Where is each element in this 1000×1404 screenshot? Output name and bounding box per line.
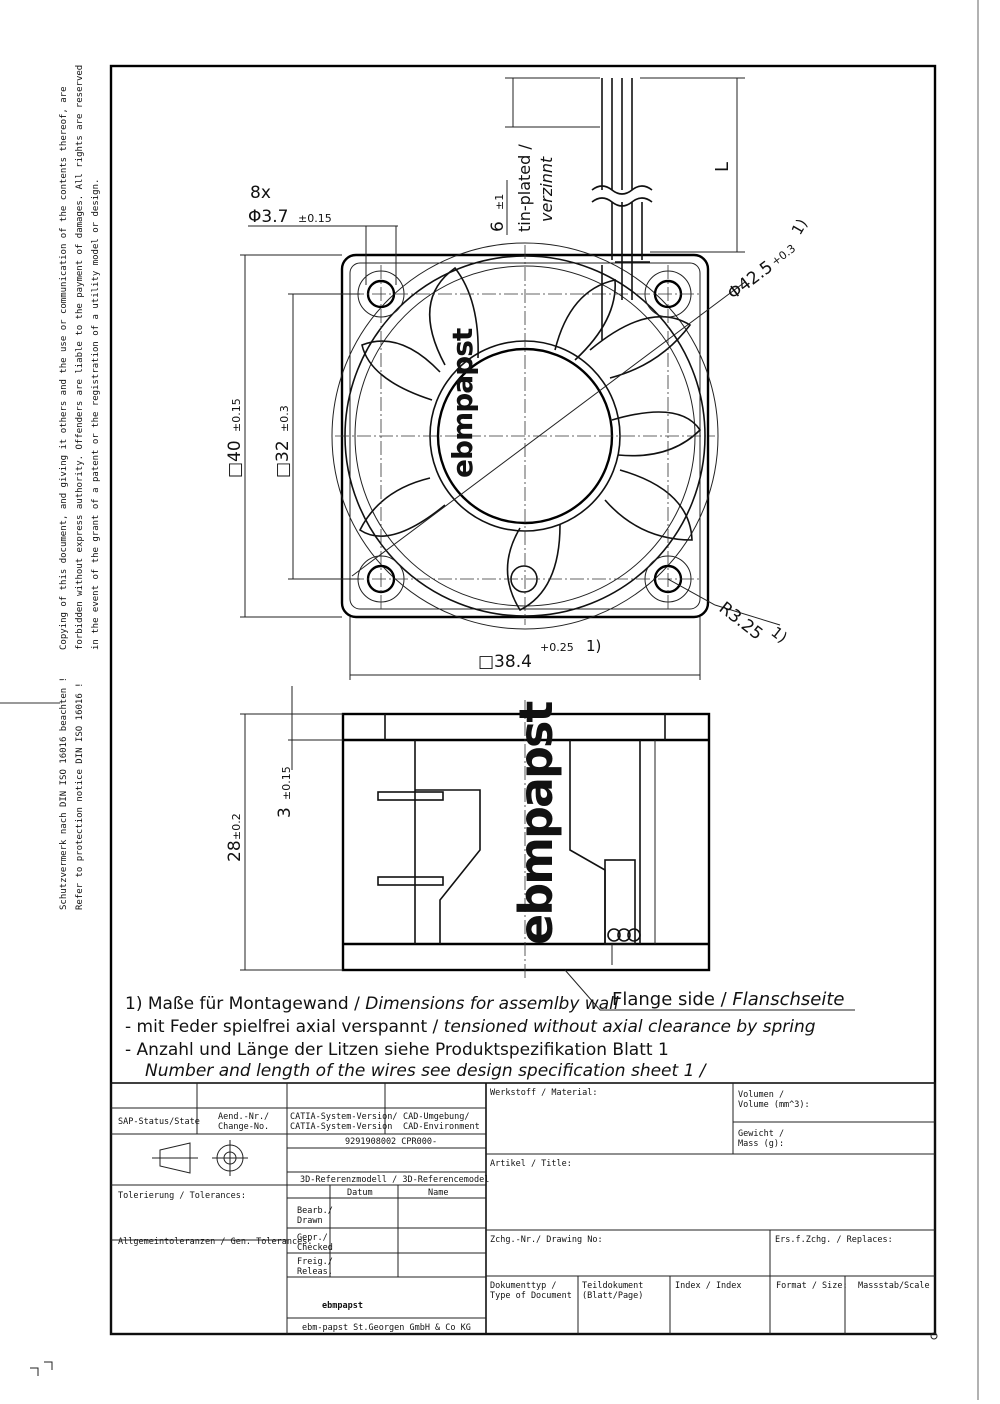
name-header: Name — [428, 1188, 448, 1198]
tin-plated-length: 6 — [488, 221, 508, 232]
copyright-notice: Copying of this document, and giving it … — [59, 65, 101, 650]
hole-dia-tol: ±0.15 — [298, 212, 332, 225]
volume-label-2: Volume (mm^3): — [738, 1100, 810, 1110]
tin-plated-label: tin-plated / — [515, 144, 534, 232]
outer-dia-tol: +0.3 — [769, 242, 798, 268]
copyright-line-2: forbidden without express authority. Off… — [75, 65, 85, 650]
flange-side-label-de: Flanschseite — [732, 989, 844, 1010]
drawn-label-2: Drawn — [297, 1216, 323, 1226]
change-no-label-1: Aend.-Nr./ — [218, 1112, 269, 1122]
flange-label: 3 — [275, 807, 295, 818]
height-tol: ±0.2 — [230, 813, 243, 840]
projection-symbol-icon — [152, 1140, 248, 1176]
flange-width-note: 1) — [586, 637, 601, 655]
hole-count-label: 8x — [250, 183, 271, 203]
hole-dia-label: Φ3.7 — [248, 207, 288, 227]
catia-label-1: CATIA-System-Version/ — [290, 1112, 397, 1122]
outer-dia-note: 1) — [788, 216, 811, 238]
fan-top-view: ebmpapst — [331, 78, 719, 630]
protection-line-2: Refer to protection notice DIN ISO 16016… — [75, 682, 85, 910]
note-3-en: Number and length of the wires see desig… — [145, 1061, 708, 1081]
fan-wires — [591, 78, 653, 340]
flange-width-tol: +0.25 — [540, 641, 574, 654]
fan-blades — [358, 266, 702, 612]
scale-label: Massstab/Scale — [858, 1281, 930, 1291]
protection-line-1: Schutzvermerk nach DIN ISO 16016 beachte… — [59, 677, 69, 910]
fan-side-view: ebmpapst — [341, 700, 711, 980]
hub-brand: ebmpapst — [446, 328, 479, 478]
weight-label-1: Gewicht / — [738, 1129, 784, 1139]
ref-model: 3D-Referenzmodell / 3D-Referencemodel — [300, 1175, 489, 1185]
corner-marks — [30, 1332, 938, 1376]
doc-type-label-2: Type of Document — [490, 1291, 572, 1301]
part-doc-label-1: Teildokument — [582, 1281, 643, 1291]
wire-length-label: L — [712, 162, 733, 172]
outer-ring — [331, 242, 719, 630]
height-label: 28 — [225, 840, 245, 862]
drawing-no-label: Zchg.-Nr./ Drawing No: — [490, 1235, 603, 1245]
cad-env-label-1: CAD-Umgebung/ — [403, 1112, 470, 1122]
change-no-label-2: Change-No. — [218, 1122, 269, 1132]
notes: 1) Maße für Montagewand / Dimensions for… — [125, 994, 816, 1081]
copyright-line-3: in the event of the grant of a patent or… — [91, 179, 101, 650]
radius-label: R3.25 — [715, 598, 766, 644]
datum-header: Datum — [347, 1188, 373, 1198]
outer-dia-label: Φ42.5 — [724, 257, 777, 304]
doc-type-label-1: Dokumenttyp / — [490, 1281, 557, 1291]
title-block-logo: ebmpapst — [322, 1301, 363, 1311]
material-label: Werkstoff / Material: — [490, 1088, 597, 1098]
flange-side-label: Flange side / Flanschseite — [612, 989, 844, 1010]
square-outer-tol: ±0.15 — [230, 398, 243, 432]
release-label-2: Releas. — [297, 1267, 333, 1277]
drawn-label-1: Bearb./ — [297, 1206, 333, 1216]
side-brand: ebmpapst — [509, 702, 563, 945]
weight-label-2: Mass (g): — [738, 1139, 784, 1149]
tin-plated-tol: ±1 — [493, 194, 506, 210]
release-label-1: Freig./ — [297, 1257, 333, 1267]
tin-plated-label-de: verzinnt — [537, 156, 556, 222]
square-outer-label: □40 — [225, 440, 245, 478]
checked-label-1: Gepr./ — [297, 1233, 328, 1243]
title-block: SAP-Status/State Aend.-Nr./ Change-No. C… — [110, 1082, 936, 1335]
note-2: - mit Feder spielfrei axial verspannt / … — [125, 1017, 816, 1037]
protection-notice: Schutzvermerk nach DIN ISO 16016 beachte… — [59, 677, 85, 910]
ref-number: 9291908002 CPR000- — [345, 1137, 437, 1147]
sap-status-label: SAP-Status/State — [118, 1117, 200, 1127]
side-body — [341, 712, 711, 972]
flange-width-label: □38.4 — [478, 652, 532, 672]
note-1: 1) Maße für Montagewand / Dimensions for… — [125, 994, 619, 1014]
tolerances-label: Tolerierung / Tolerances: — [118, 1191, 246, 1201]
index-label: Index / Index — [675, 1281, 742, 1291]
note-3: - Anzahl und Länge der Litzen siehe Prod… — [125, 1040, 669, 1060]
gen-tolerances-label: Allgemeintoleranzen / Gen. Tolerances: — [118, 1237, 312, 1247]
format-label: Format / Size: — [776, 1281, 848, 1291]
article-label: Artikel / Title: — [490, 1159, 572, 1169]
catia-label-2: CATIA-System-Version — [290, 1122, 392, 1132]
square-pitch-tol: ±0.3 — [278, 405, 291, 432]
company-name: ebm-papst St.Georgen GmbH & Co KG — [302, 1323, 471, 1333]
cad-env-label-2: CAD-Environment — [403, 1122, 480, 1132]
volume-label-1: Volumen / — [738, 1090, 784, 1100]
checked-label-2: Checked — [297, 1243, 333, 1253]
part-doc-label-2: (Blatt/Page) — [582, 1291, 643, 1301]
replaces-label: Ers.f.Zchg. / Replaces: — [775, 1235, 893, 1245]
square-pitch-label: □32 — [273, 440, 293, 478]
copyright-line-1: Copying of this document, and giving it … — [59, 86, 69, 650]
flange-tol: ±0.15 — [280, 766, 293, 800]
radius-note: 1) — [768, 623, 791, 647]
